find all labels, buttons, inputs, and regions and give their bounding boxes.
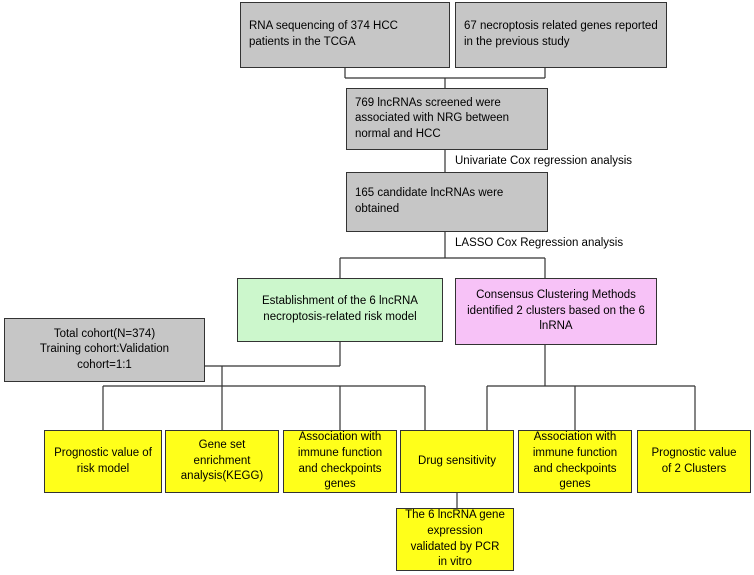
- gene-set-enrichment-box: Gene set enrichment analysis(KEGG): [165, 430, 279, 493]
- rna-sequencing-text: RNA sequencing of 374 HCC patients in th…: [249, 20, 398, 48]
- pcr-validation-text: The 6 lncRNA gene expression validated b…: [405, 509, 505, 569]
- immune-function-box-right: Association with immune function and che…: [518, 430, 632, 493]
- gene-set-enrichment-text: Gene set enrichment analysis(KEGG): [180, 439, 264, 483]
- necroptosis-genes-text: 67 necroptosis related genes reported in…: [464, 20, 658, 48]
- consensus-clustering-text: Consensus Clustering Methods identified …: [467, 289, 645, 333]
- risk-model-box: Establishment of the 6 lncRNA necroptosi…: [237, 278, 443, 342]
- univariate-cox-label: Univariate Cox regression analysis: [455, 155, 633, 167]
- lncrna-769-box: 769 lncRNAs screened were associated wit…: [346, 88, 548, 150]
- candidate-165-box: 165 candidate lncRNAs were obtained: [346, 172, 548, 232]
- lasso-cox-label: LASSO Cox Regression analysis: [455, 237, 624, 249]
- candidate-165-text: 165 candidate lncRNAs were obtained: [355, 187, 504, 215]
- cohort-split-text: Training cohort:Validation cohort=1:1: [39, 343, 170, 371]
- lncrna-769-text: 769 lncRNAs screened were associated wit…: [355, 96, 510, 140]
- immune-function-text-right: Association with immune function and che…: [532, 431, 618, 491]
- immune-function-box-left: Association with immune function and che…: [283, 430, 397, 493]
- prognostic-risk-model-box: Prognostic value of risk model: [44, 430, 162, 493]
- prognostic-clusters-box: Prognostic value of 2 Clusters: [637, 430, 751, 493]
- drug-sensitivity-text: Drug sensitivity: [418, 454, 496, 467]
- cohort-box: Total cohort(N=374) Training cohort:Vali…: [4, 318, 205, 382]
- necroptosis-genes-box: 67 necroptosis related genes reported in…: [455, 2, 667, 68]
- prognostic-risk-model-text: Prognostic value of risk model: [54, 446, 152, 475]
- prognostic-clusters-text: Prognostic value of 2 Clusters: [651, 446, 737, 475]
- pcr-validation-box: The 6 lncRNA gene expression validated b…: [396, 508, 514, 571]
- drug-sensitivity-box: Drug sensitivity: [400, 430, 514, 493]
- risk-model-text: Establishment of the 6 lncRNA necroptosi…: [262, 295, 418, 323]
- rna-sequencing-box: RNA sequencing of 374 HCC patients in th…: [240, 2, 450, 68]
- immune-function-text-left: Association with immune function and che…: [297, 431, 383, 491]
- consensus-clustering-box: Consensus Clustering Methods identified …: [455, 278, 657, 345]
- cohort-total-text: Total cohort(N=374): [53, 327, 156, 340]
